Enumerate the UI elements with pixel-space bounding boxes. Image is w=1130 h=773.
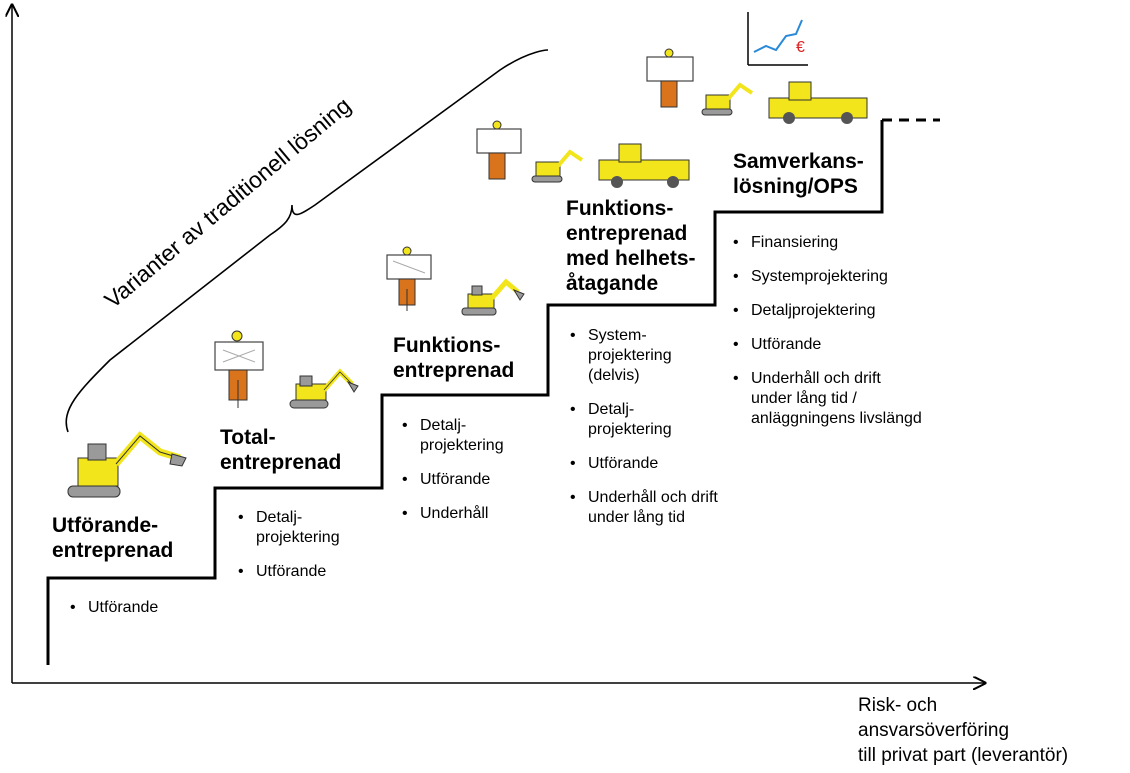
list-item: Underhåll och drift under lång tid xyxy=(570,488,718,528)
list-item: Underhåll xyxy=(402,504,504,524)
list-item: Underhåll och drift under lång tid / anl… xyxy=(733,369,922,429)
step-title: Total- entreprenad xyxy=(220,426,342,474)
list-item: Utförande xyxy=(570,454,718,474)
small-excavator-illustration xyxy=(531,149,584,183)
list-item: System- projektering (delvis) xyxy=(570,326,718,386)
step-bullet-list: System- projektering (delvis) Detalj- pr… xyxy=(570,326,718,542)
worker-with-plan-illustration xyxy=(386,246,432,311)
step-bullet-list: Finansiering Systemprojektering Detaljpr… xyxy=(733,233,922,443)
excavator-illustration xyxy=(67,431,187,498)
list-item: Detalj- projektering xyxy=(402,416,504,456)
small-excavator-illustration xyxy=(701,82,754,116)
list-item: Detaljprojektering xyxy=(733,301,922,321)
curly-brace xyxy=(65,49,549,433)
staircase-line xyxy=(46,120,884,665)
step-bullet-list: Detalj- projektering Utförande xyxy=(238,508,340,596)
x-axis-label: Risk- och ansvarsöverföring till privat … xyxy=(858,695,1069,766)
step-bullet-list: Detalj- projektering Utförande Underhåll xyxy=(402,416,504,538)
list-item: Utförande xyxy=(238,562,340,582)
list-item: Detalj- projektering xyxy=(570,400,718,440)
list-item: Utförande xyxy=(70,598,158,618)
finance-chart-illustration: € xyxy=(747,12,808,66)
list-item: Utförande xyxy=(402,470,504,490)
list-item: Detalj- projektering xyxy=(238,508,340,548)
list-item: Utförande xyxy=(733,335,922,355)
list-item: Systemprojektering xyxy=(733,267,922,287)
list-item: Finansiering xyxy=(733,233,922,253)
worker-with-plan-illustration xyxy=(646,48,694,108)
wheel-loader-illustration xyxy=(768,81,868,124)
wheel-loader-illustration xyxy=(598,143,690,188)
worker-with-plan-illustration xyxy=(476,120,522,180)
step-bullet-list: Utförande xyxy=(70,598,158,632)
small-excavator-illustration xyxy=(461,278,525,316)
euro-symbol: € xyxy=(796,39,805,56)
step-title: Samverkans- lösning/OPS xyxy=(733,150,864,198)
worker-with-plan-illustration xyxy=(214,330,264,408)
step-title: Funktions- entreprenad xyxy=(393,334,515,382)
step-title: Utförande- entreprenad xyxy=(52,514,174,562)
step-title: Funktions- entreprenad med helhets- åtag… xyxy=(566,197,696,295)
small-excavator-illustration xyxy=(289,368,359,409)
